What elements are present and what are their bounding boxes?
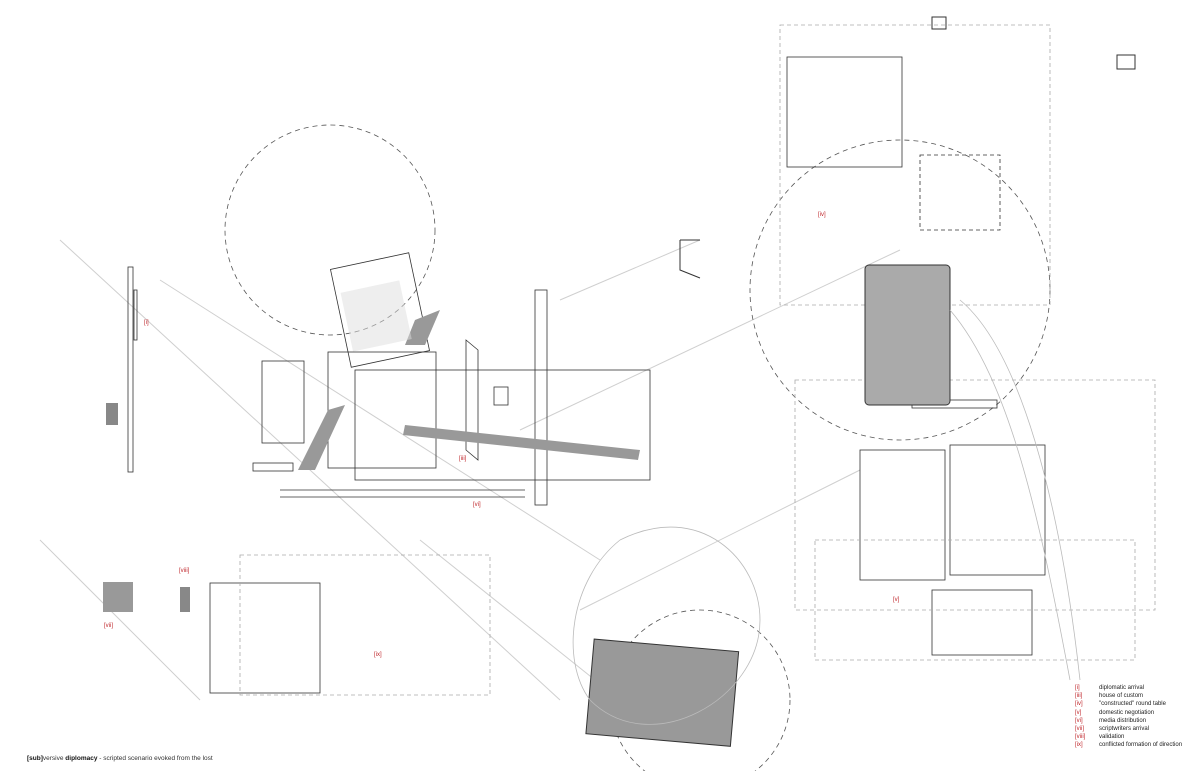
title-rest: versive bbox=[42, 755, 66, 762]
title-prefix: [sub] bbox=[27, 755, 43, 762]
legend-text: "constructed" round table bbox=[1099, 701, 1166, 708]
drawing-title: [sub]versive diplomacy - scripted scenar… bbox=[27, 755, 213, 762]
title-suffix: - scripted scenario evoked from the lost bbox=[97, 755, 213, 762]
legend-text: house of custom bbox=[1099, 693, 1144, 700]
map-label-vii: [vii] bbox=[104, 623, 113, 629]
legend-key: [ix] bbox=[1075, 742, 1083, 749]
legend-item: [v] domestic negotiation bbox=[1075, 709, 1182, 717]
legend-item: [i] diplomatic arrival bbox=[1075, 684, 1182, 692]
map-label-ix: [ix] bbox=[374, 652, 382, 658]
legend-text: conflicted formation of direction bbox=[1099, 742, 1183, 749]
legend: [i] diplomatic arrival [iii] house of cust… bbox=[1075, 684, 1182, 750]
legend-key: [vi] bbox=[1075, 717, 1083, 724]
map-label-i: [i] bbox=[144, 320, 149, 326]
legend-item: [iv] "constructed" round table bbox=[1075, 700, 1182, 708]
map-label-iii: [iii] bbox=[459, 456, 467, 462]
legend-key: [viii] bbox=[1075, 734, 1086, 741]
legend-text: diplomatic arrival bbox=[1099, 685, 1145, 691]
legend-item: [iii] house of custom bbox=[1075, 692, 1182, 700]
map-label-vi: [vi] bbox=[473, 502, 481, 508]
legend-text: scriptwriters arrival bbox=[1099, 726, 1150, 733]
legend-text: validation bbox=[1099, 734, 1125, 741]
title-bold: diplomacy bbox=[65, 755, 98, 762]
legend-key: [iv] bbox=[1075, 701, 1083, 708]
map-label-iv: [iv] bbox=[818, 212, 826, 218]
legend-item: [ix] conflicted formation of direction bbox=[1075, 741, 1182, 749]
legend-key: [iii] bbox=[1075, 693, 1083, 700]
legend-text: media distribution bbox=[1099, 717, 1147, 724]
legend-text: domestic negotiation bbox=[1099, 709, 1155, 716]
legend-key: [i] bbox=[1075, 685, 1080, 691]
legend-item: [viii] validation bbox=[1075, 733, 1182, 741]
map-label-viii: [viii] bbox=[179, 568, 190, 574]
map-label-v: [v] bbox=[893, 597, 900, 603]
legend-key: [v] bbox=[1075, 709, 1082, 716]
legend-item: [vi] media distribution bbox=[1075, 717, 1182, 725]
legend-key: [vii] bbox=[1075, 726, 1084, 733]
legend-item: [vii] scriptwriters arrival bbox=[1075, 725, 1182, 733]
